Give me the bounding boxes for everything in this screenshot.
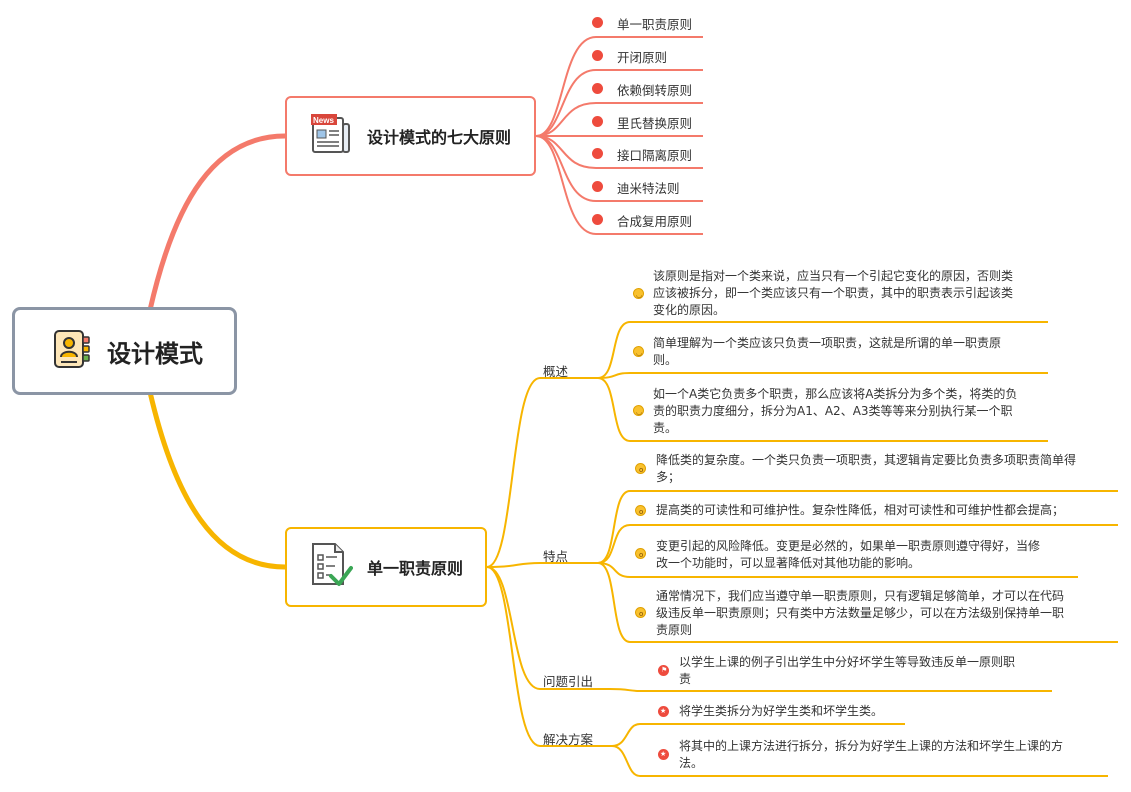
bullet-dot-icon	[592, 181, 603, 192]
principle-item[interactable]: 合成复用原则	[617, 214, 693, 229]
star-icon: ★	[658, 749, 669, 760]
bullet-dot-icon	[592, 17, 603, 28]
principle-item[interactable]: 接口隔离原则	[617, 148, 693, 163]
bullet-dot-icon	[592, 116, 603, 127]
principle-item[interactable]: 开闭原则	[617, 50, 668, 65]
principle-item[interactable]: 里氏替换原则	[617, 116, 693, 131]
text-line: 将其中的上课方法进行拆分，拆分为好学生上课的方法和坏学生上课的方	[679, 739, 1064, 753]
star-icon: ★	[658, 706, 669, 717]
overview-item[interactable]: 该原则是指对一个类来说，应当只有一个引起它变化的原因，否则类 应该被拆分，即一个…	[653, 268, 1013, 319]
text-line: 提高类的可读性和可维护性。复杂性降低，相对可读性和可维护性都会提高；	[656, 503, 1065, 517]
surprised-icon: o	[635, 548, 646, 559]
problem-item[interactable]: 以学生上课的例子引出学生中分好坏学生等导致违反单一原则职 责	[679, 654, 1015, 688]
text-line: 责	[679, 672, 692, 686]
text-line: 将学生类拆分为好学生类和坏学生类。	[679, 704, 884, 718]
solution-item[interactable]: 将其中的上课方法进行拆分，拆分为好学生上课的方法和坏学生上课的方 法。	[679, 738, 1063, 772]
text-line: 法。	[679, 756, 704, 770]
text-line: 变更引起的风险降低。变更是必然的，如果单一职责原则遵守得好，当修	[656, 539, 1041, 553]
feature-item[interactable]: 降低类的复杂度。一个类只负责一项职责，其逻辑肯定要比负责多项职责简单得 多；	[656, 452, 1076, 486]
text-line: 该原则是指对一个类来说，应当只有一个引起它变化的原因，否则类	[653, 269, 1014, 283]
checklist-icon	[309, 542, 353, 592]
smile-icon: ◡	[633, 346, 644, 357]
section-problem[interactable]: 问题引出	[543, 674, 594, 689]
smile-icon: ◡	[633, 405, 644, 416]
text-line: 简单理解为一个类应该只负责一项职责，这就是所谓的单一职责原	[653, 336, 1002, 350]
text-line: 责的职责力度细分，拆分为A1、A2、A3类等等来分别执行某一个职	[653, 404, 1013, 418]
solution-item[interactable]: 将学生类拆分为好学生类和坏学生类。	[679, 703, 883, 720]
branch-single-responsibility[interactable]: 单一职责原则	[285, 527, 487, 607]
text-line: 通常情况下，我们应当遵守单一职责原则，只有逻辑足够简单，才可以在代码	[656, 589, 1065, 603]
news-icon: News	[309, 112, 353, 160]
surprised-icon: o	[635, 505, 646, 516]
text-line: 级违反单一职责原则；只有类中方法数量足够少，可以在方法级别保持单一职	[656, 606, 1065, 620]
principle-item[interactable]: 单一职责原则	[617, 17, 693, 32]
text-line: 降低类的复杂度。一个类只负责一项职责，其逻辑肯定要比负责多项职责简单得	[656, 453, 1077, 467]
root-title: 设计模式	[107, 339, 203, 368]
bullet-dot-icon	[592, 50, 603, 61]
text-line: 以学生上课的例子引出学生中分好坏学生等导致违反单一原则职	[679, 655, 1016, 669]
text-line: 责原则	[656, 623, 693, 637]
section-solution[interactable]: 解决方案	[543, 732, 594, 747]
surprised-icon: o	[635, 607, 646, 618]
smile-icon: ◡	[633, 288, 644, 299]
feature-item[interactable]: 提高类的可读性和可维护性。复杂性降低，相对可读性和可维护性都会提高；	[656, 502, 1064, 519]
flag-icon: ⚑	[658, 665, 669, 676]
text-line: 应该被拆分，即一个类应该只有一个职责，其中的职责表示引起该类	[653, 286, 1014, 300]
overview-item[interactable]: 如一个A类它负责多个职责，那么应该将A类拆分为多个类，将类的负 责的职责力度细分…	[653, 386, 1017, 437]
principle-item[interactable]: 依赖倒转原则	[617, 83, 693, 98]
overview-item[interactable]: 简单理解为一个类应该只负责一项职责，这就是所谓的单一职责原 则。	[653, 335, 1001, 369]
contact-card-icon	[53, 329, 91, 373]
text-line: 如一个A类它负责多个职责，那么应该将A类拆分为多个类，将类的负	[653, 387, 1018, 401]
section-features[interactable]: 特点	[543, 549, 569, 564]
bullet-dot-icon	[592, 83, 603, 94]
text-line: 多；	[656, 470, 681, 484]
surprised-icon: o	[635, 463, 646, 474]
branch-title: 单一职责原则	[367, 559, 464, 578]
svg-text:News: News	[313, 116, 334, 125]
section-overview[interactable]: 概述	[543, 364, 569, 379]
feature-item[interactable]: 变更引起的风险降低。变更是必然的，如果单一职责原则遵守得好，当修 改一个功能时，…	[656, 538, 1040, 572]
bullet-dot-icon	[592, 214, 603, 225]
branch-title: 设计模式的七大原则	[367, 128, 512, 147]
root-node[interactable]: 设计模式	[12, 307, 237, 395]
bullet-dot-icon	[592, 148, 603, 159]
feature-item[interactable]: 通常情况下，我们应当遵守单一职责原则，只有逻辑足够简单，才可以在代码 级违反单一…	[656, 588, 1064, 639]
text-line: 责。	[653, 421, 678, 435]
principle-item[interactable]: 迪米特法则	[617, 181, 680, 196]
branch-seven-principles[interactable]: News 设计模式的七大原则	[285, 96, 536, 176]
text-line: 改一个功能时，可以显著降低对其他功能的影响。	[656, 556, 921, 570]
text-line: 变化的原因。	[653, 303, 726, 317]
text-line: 则。	[653, 353, 678, 367]
